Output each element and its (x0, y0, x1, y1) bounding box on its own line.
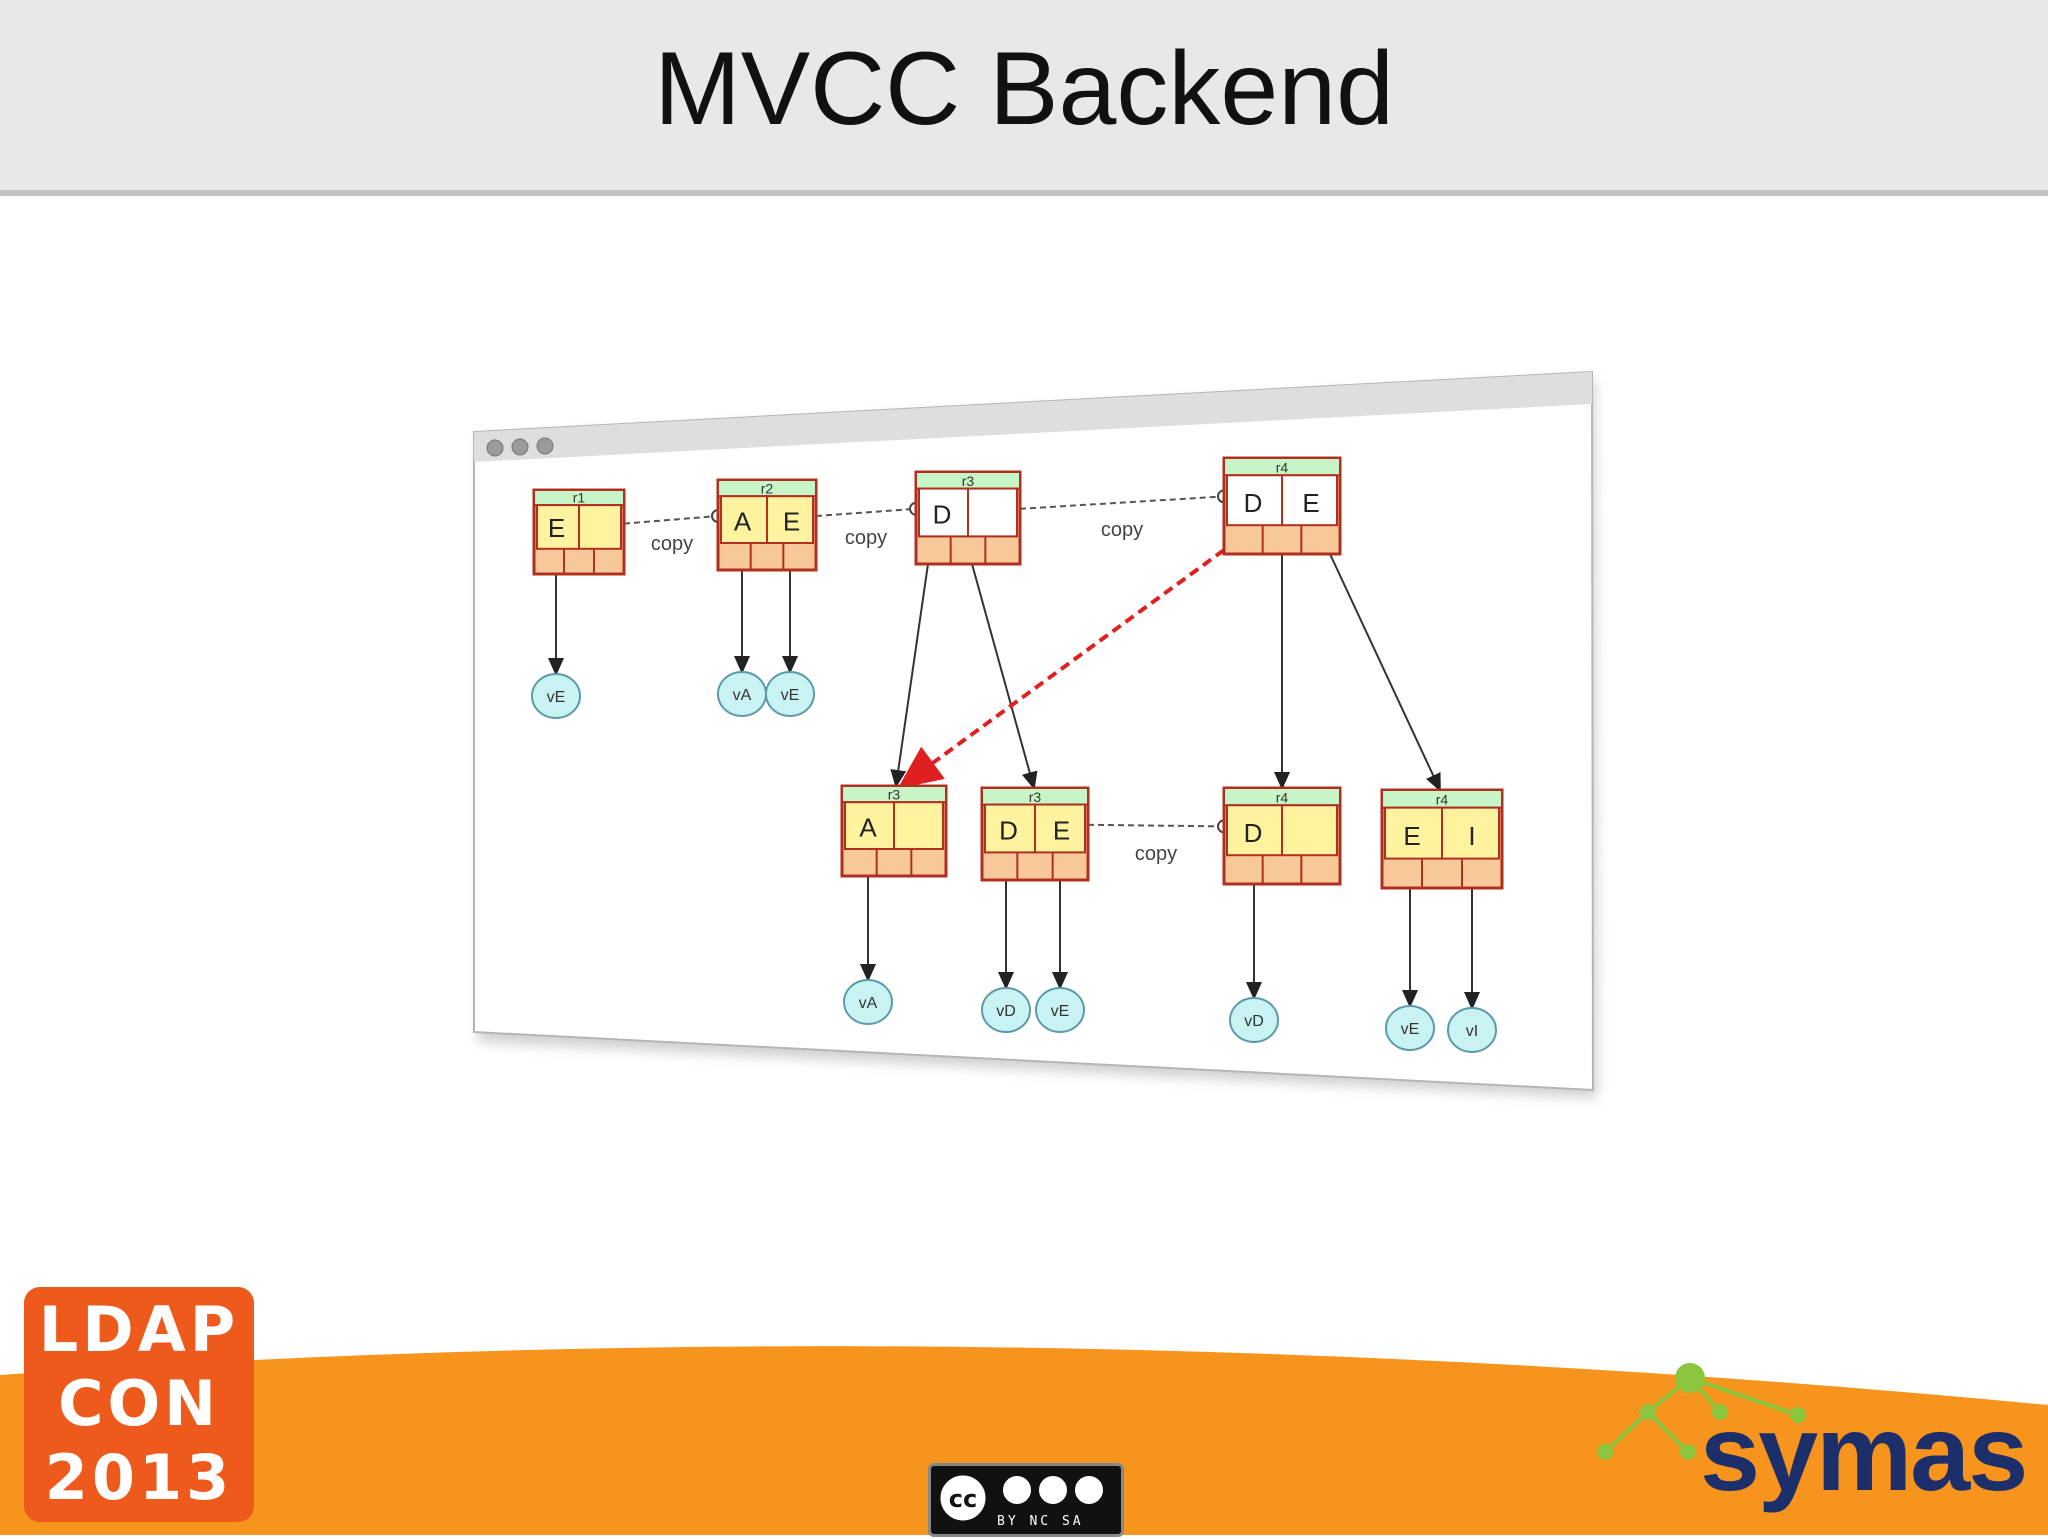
value-node: vD (1229, 997, 1279, 1043)
cc-license-terms: BY NC SA (997, 1514, 1084, 1529)
node-key-label: D (933, 500, 952, 530)
highlight-link (897, 548, 1226, 789)
child-link (1329, 553, 1441, 792)
node-revision-label: r3 (962, 473, 975, 489)
tree-node-n6: r3D E (980, 786, 1090, 882)
node-key-label: I (1468, 821, 1475, 851)
value-node: vE (1385, 1005, 1435, 1051)
value-label: vA (733, 687, 752, 704)
value-label: vI (1466, 1023, 1478, 1040)
cc-license-badge: cc BY NC SA (928, 1463, 1124, 1537)
window-minimize-icon (511, 438, 529, 456)
cc-icons: cc (937, 1472, 1105, 1524)
value-label: vE (781, 687, 800, 704)
copy-link (1087, 823, 1225, 828)
tree-node-n4: r4D E (1222, 456, 1342, 556)
copy-label: copy (1135, 843, 1177, 865)
value-node: vE (531, 673, 581, 719)
tree-node-n5: r3A (840, 784, 948, 878)
value-node: vE (1035, 987, 1085, 1033)
value-label: vE (1401, 1021, 1420, 1038)
ldapcon-logo-line-3: 2013 (44, 1441, 234, 1514)
copy-label: copy (651, 533, 693, 555)
window-titlebar (474, 372, 1592, 462)
value-label: vA (859, 995, 878, 1012)
node-key-label: A (859, 812, 877, 842)
node-key-label: A (734, 506, 752, 536)
symas-tree-icon (1597, 1363, 1806, 1460)
svg-text:cc: cc (949, 1485, 977, 1513)
child-link (971, 563, 1038, 790)
copy-label: copy (1101, 519, 1143, 541)
window-close-icon (486, 439, 504, 457)
value-node: vA (717, 671, 767, 717)
value-label: vE (547, 689, 566, 706)
value-node: vE (765, 671, 815, 717)
window-zoom-icon (536, 437, 554, 455)
node-key-label: E (783, 506, 800, 536)
ldapcon-logo: LDAP CON 2013 (24, 1287, 254, 1522)
copy-link (815, 507, 917, 517)
tree-node-n1: r1E (532, 488, 626, 576)
symas-logo: symas (1700, 1392, 2028, 1513)
copy-link (623, 515, 719, 525)
ldapcon-logo-line-1: LDAP (38, 1293, 240, 1366)
value-node: vD (981, 987, 1031, 1033)
value-label: vD (1244, 1013, 1264, 1030)
node-revision-label: r1 (573, 490, 586, 506)
tree-node-n8: r4E I (1380, 788, 1504, 890)
node-key-label: E (548, 513, 565, 543)
ldapcon-logo-line-2: CON (57, 1367, 221, 1440)
node-revision-label: r4 (1276, 459, 1289, 475)
tree-node-n7: r4D (1222, 786, 1342, 886)
node-key-label: D (1244, 818, 1263, 848)
node-key-label: D (999, 816, 1018, 846)
slide-title: MVCC Backend (654, 31, 1394, 147)
node-key-label: D (1244, 488, 1263, 518)
node-key-label: E (1302, 488, 1319, 518)
value-node: vI (1447, 1007, 1497, 1053)
copy-link (1019, 495, 1225, 510)
node-revision-label: r3 (888, 787, 901, 803)
node-key-label: E (1053, 816, 1070, 846)
node-revision-label: r4 (1436, 792, 1449, 808)
node-revision-label: r4 (1276, 789, 1289, 805)
copy-label: copy (845, 527, 887, 549)
value-label: vE (1051, 1003, 1070, 1020)
value-label: vD (996, 1003, 1016, 1020)
tree-node-n3: r3D (914, 470, 1022, 566)
tree-node-n2: r2A E (716, 478, 818, 572)
node-key-label: E (1403, 821, 1420, 851)
value-node: vA (843, 979, 893, 1025)
node-revision-label: r2 (761, 481, 774, 497)
node-revision-label: r3 (1029, 789, 1042, 805)
title-bar (0, 0, 2048, 196)
